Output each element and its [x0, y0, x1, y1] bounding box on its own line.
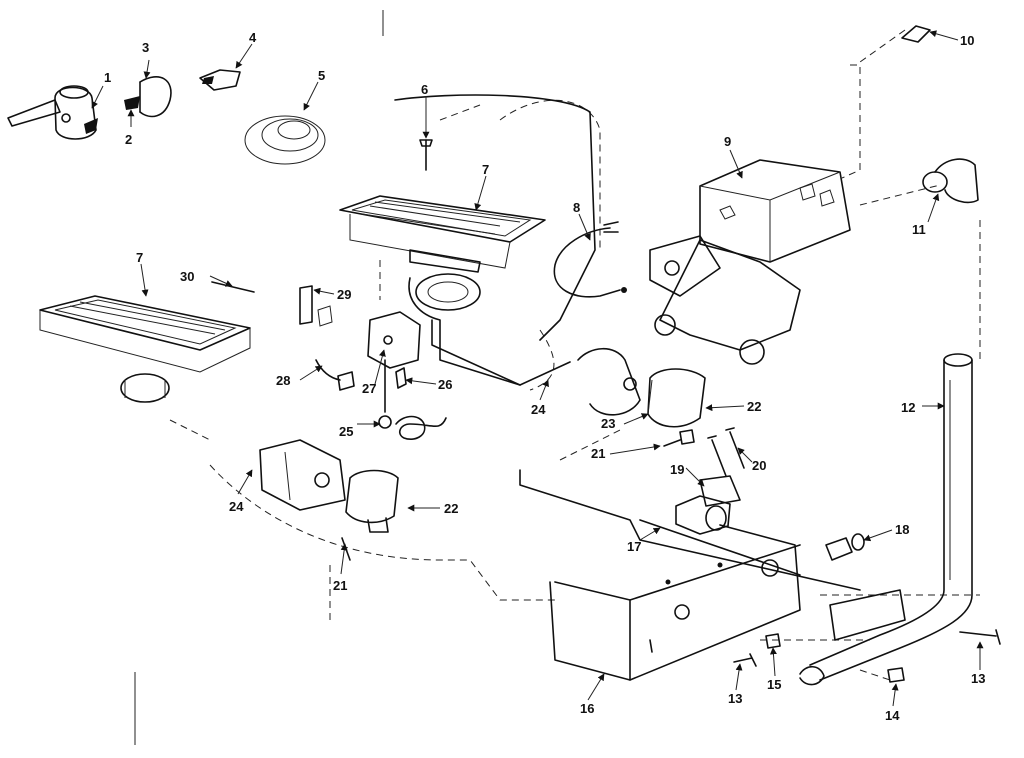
- part-pilot-assembly: [299, 285, 447, 440]
- callout-leaders: [91, 30, 984, 707]
- part-base-enclosure: [549, 524, 906, 681]
- callout-24-lower: 24: [229, 499, 244, 514]
- callout-28: 28: [276, 373, 290, 388]
- part-burner-tube-23: [577, 347, 641, 416]
- callout-25: 25: [339, 424, 353, 439]
- callout-12: 12: [901, 400, 915, 415]
- callout-30: 30: [180, 269, 194, 284]
- callout-3: 3: [142, 40, 149, 55]
- callout-15: 15: [767, 677, 781, 692]
- part-elbow: [922, 158, 979, 204]
- callout-18: 18: [895, 522, 909, 537]
- callout-16: 16: [580, 701, 594, 716]
- callout-7-lower: 7: [136, 250, 143, 265]
- callout-22-lower: 22: [444, 501, 458, 516]
- part-clip: [199, 69, 241, 91]
- part-gas-control-valve: [649, 159, 851, 365]
- callout-19: 19: [670, 462, 684, 477]
- callout-21-upper: 21: [591, 446, 605, 461]
- part-connector: [901, 25, 931, 43]
- callout-11: 11: [912, 222, 926, 237]
- part-orifice-fitting: [825, 533, 865, 561]
- callout-21-lower: 21: [333, 578, 347, 593]
- callout-22-upper: 22: [747, 399, 761, 414]
- part-fitting-small: [124, 96, 140, 110]
- callout-14: 14: [885, 708, 900, 723]
- part-rod-30: [211, 281, 255, 293]
- part-screw-6: [419, 139, 433, 171]
- callout-24-upper: 24: [531, 402, 546, 417]
- callout-5: 5: [318, 68, 325, 83]
- callout-23: 23: [601, 416, 615, 431]
- callout-26: 26: [438, 377, 452, 392]
- part-burner-tube-24-lower: [259, 439, 346, 511]
- callout-13-right: 13: [971, 671, 985, 686]
- part-burner-grate-upper: [339, 195, 546, 273]
- part-round-plate: [244, 115, 326, 165]
- part-clamp-ring-22-upper: [647, 368, 706, 428]
- part-clamp-ring-22-lower: [345, 469, 399, 533]
- callout-4: 4: [249, 30, 257, 45]
- callout-27: 27: [362, 381, 376, 396]
- callout-2: 2: [125, 132, 132, 147]
- callout-17: 17: [627, 539, 641, 554]
- part-burner-grate-lower: [39, 295, 251, 403]
- callout-10: 10: [960, 33, 974, 48]
- callout-6: 6: [421, 82, 428, 97]
- part-bolts-20: [707, 427, 745, 477]
- part-shutoff-valve: [7, 85, 98, 140]
- assembly-guide-lines: [169, 29, 981, 681]
- callout-9: 9: [724, 134, 731, 149]
- callout-1: 1: [104, 70, 111, 85]
- part-burner-casting: [394, 94, 596, 386]
- callout-29: 29: [337, 287, 351, 302]
- callout-8: 8: [573, 200, 580, 215]
- part-bracket-rail: [519, 469, 861, 591]
- part-manifold-valve: [675, 495, 731, 535]
- callout-13-left: 13: [728, 691, 742, 706]
- callout-labels: 1 2 3 4 5 6 7 7 8 9 10 11 12 13 13 14 15…: [104, 30, 985, 723]
- callout-20: 20: [752, 458, 766, 473]
- part-cap: [139, 76, 172, 118]
- part-supply-pipe: [809, 353, 973, 681]
- callout-7-upper: 7: [482, 162, 489, 177]
